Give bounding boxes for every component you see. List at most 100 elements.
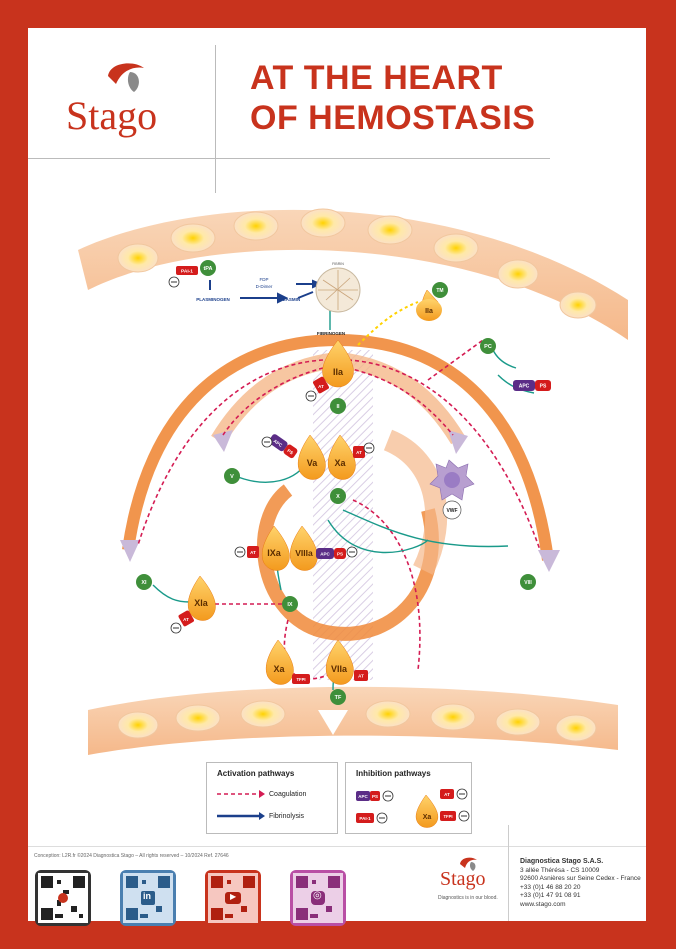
- spiral-arc-2: [383, 429, 448, 575]
- top-vessel-cells: [117, 208, 597, 319]
- v-label: V: [230, 474, 234, 480]
- viii-node: [520, 574, 536, 590]
- pai1-tag: [176, 266, 198, 275]
- plasminogen-label: PLASMINOGEN: [196, 297, 230, 302]
- at-tag-ixa: [247, 546, 259, 558]
- footer-divider: [508, 825, 509, 921]
- at-label-iia: AT: [318, 384, 324, 389]
- svg-text:APC: APC: [358, 794, 368, 799]
- title-line-2: OF HEMOSTASIS: [250, 99, 536, 137]
- inhibition-legend: Inhibition pathways APC PS PAI-1 Xa AT T…: [345, 762, 472, 834]
- arc-head-left: [120, 540, 140, 562]
- va-drop: [297, 434, 326, 480]
- svg-text:PS: PS: [372, 794, 378, 799]
- qr-code-youtube[interactable]: ▶: [205, 870, 261, 926]
- tf-node: [330, 689, 346, 705]
- at-label-viia: AT: [358, 674, 364, 679]
- va-label: Va: [307, 458, 319, 468]
- coagulation-lines: [137, 339, 541, 680]
- vessel-breach: [318, 710, 348, 735]
- ps-label-viiia: PS: [337, 552, 343, 557]
- pai1-label: PAI-1: [181, 269, 193, 275]
- stago-logo-icon: [108, 63, 144, 92]
- v-node: [224, 468, 240, 484]
- pc-label: PC: [484, 344, 492, 350]
- tm-label: TM: [436, 288, 443, 294]
- ps-tag-right: [535, 380, 551, 391]
- xa-bottom-label: Xa: [273, 664, 285, 674]
- xa-label: Xa: [334, 458, 346, 468]
- svg-text:PAI-1: PAI-1: [359, 816, 371, 821]
- ixa-label: IXa: [267, 548, 282, 558]
- page-title: AT THE HEART OF HEMOSTASIS: [250, 58, 535, 138]
- fibrinolysis-legend-label: Fibrinolysis: [269, 813, 305, 820]
- qr-code-website[interactable]: [35, 870, 91, 926]
- apc-label-viiia: APC: [320, 552, 330, 557]
- inhibition-title: Inhibition pathways: [356, 769, 431, 778]
- website-link[interactable]: www.stago.com: [520, 900, 566, 908]
- apc-tag-viiia: [316, 548, 334, 559]
- tm-node: [432, 282, 448, 298]
- ps-label-right: PS: [540, 384, 547, 390]
- top-vessel-wall: [78, 209, 628, 340]
- iia-center-drop: [322, 339, 354, 388]
- svg-text:PS: PS: [286, 448, 294, 456]
- thrombin-fibrinogen-link: [357, 301, 419, 346]
- bottom-vessel-wall: [88, 686, 618, 755]
- ii-node: [330, 398, 346, 414]
- pc-node: [480, 338, 496, 354]
- vwf-label: VWF: [446, 508, 457, 514]
- iia-center-label: IIa: [333, 367, 344, 377]
- footer-rule: [28, 846, 646, 847]
- fdp-label: FDP: [260, 277, 269, 282]
- at-label-ixa: AT: [250, 550, 256, 555]
- ix-node: [282, 596, 298, 612]
- qr-code-instagram[interactable]: ◎: [290, 870, 346, 926]
- viiia-drop: [289, 525, 318, 571]
- spiral-arc: [257, 484, 439, 641]
- header-rule: [28, 158, 550, 159]
- svg-text:TFPI: TFPI: [443, 814, 452, 819]
- linkedin-icon: in: [143, 891, 151, 901]
- apc-ps-left: APC PS: [268, 434, 298, 459]
- xi-node: [136, 574, 152, 590]
- fibrinogen-label: FIBRINOGEN: [317, 331, 345, 336]
- arc-head-right: [538, 550, 560, 572]
- stago-footer-logo-text: Stago: [440, 868, 486, 890]
- xia-label: XIa: [194, 598, 209, 608]
- hemostasis-diagram: FIBRIN FIBRINOGEN FDP D-Dimer PLASMINOGE…: [78, 208, 628, 755]
- brand-tagline: Diagnostics is in our blood.: [438, 895, 498, 901]
- coagulation-legend-icon: [217, 790, 265, 798]
- youtube-icon: ▶: [230, 892, 237, 901]
- x-label: X: [336, 494, 340, 500]
- arc-head-inner-right: [448, 430, 468, 454]
- ii-label: II: [336, 404, 340, 410]
- tf-label: TF: [335, 695, 342, 701]
- at-label-xa: AT: [356, 450, 362, 455]
- fibrin-fibers: [318, 270, 358, 310]
- address-line-2: 92600 Asnières sur Seine Cedex - France: [520, 875, 641, 882]
- header-divider: [215, 45, 216, 193]
- viii-label: VIII: [524, 580, 532, 586]
- svg-text:AT: AT: [444, 792, 450, 797]
- qr-code-linkedin[interactable]: in: [120, 870, 176, 926]
- xa-bottom-drop: [265, 639, 294, 685]
- address-line-1: 3 allée Thérésa - CS 10009: [520, 866, 600, 874]
- inhibition-legend-icons: APC PS PAI-1 Xa AT TFPI: [356, 788, 470, 828]
- activation-legend: Activation pathways Coagulation Fibrinol…: [206, 762, 338, 834]
- viiia-label: VIIIa: [295, 548, 313, 558]
- plasmin-label: PLASMIN: [280, 297, 300, 302]
- fax-number: +33 (0)1 47 91 08 91: [520, 892, 581, 899]
- apc-label-right: APC: [519, 384, 530, 390]
- bottom-vessel-cells: [117, 700, 597, 742]
- fibrin-label: FIBRIN: [332, 262, 344, 266]
- iia-tm-label: IIa: [425, 308, 433, 315]
- svg-text:APC: APC: [273, 438, 284, 448]
- tfpi-label: TFPI: [296, 677, 305, 682]
- company-name: Diagnostica Stago S.A.S.: [520, 858, 604, 865]
- arc-head-inner-left: [213, 430, 233, 452]
- vwf-node: [442, 500, 462, 520]
- at-tag-xa: [353, 446, 365, 458]
- ix-label: IX: [287, 602, 293, 608]
- activation-title: Activation pathways: [217, 769, 295, 778]
